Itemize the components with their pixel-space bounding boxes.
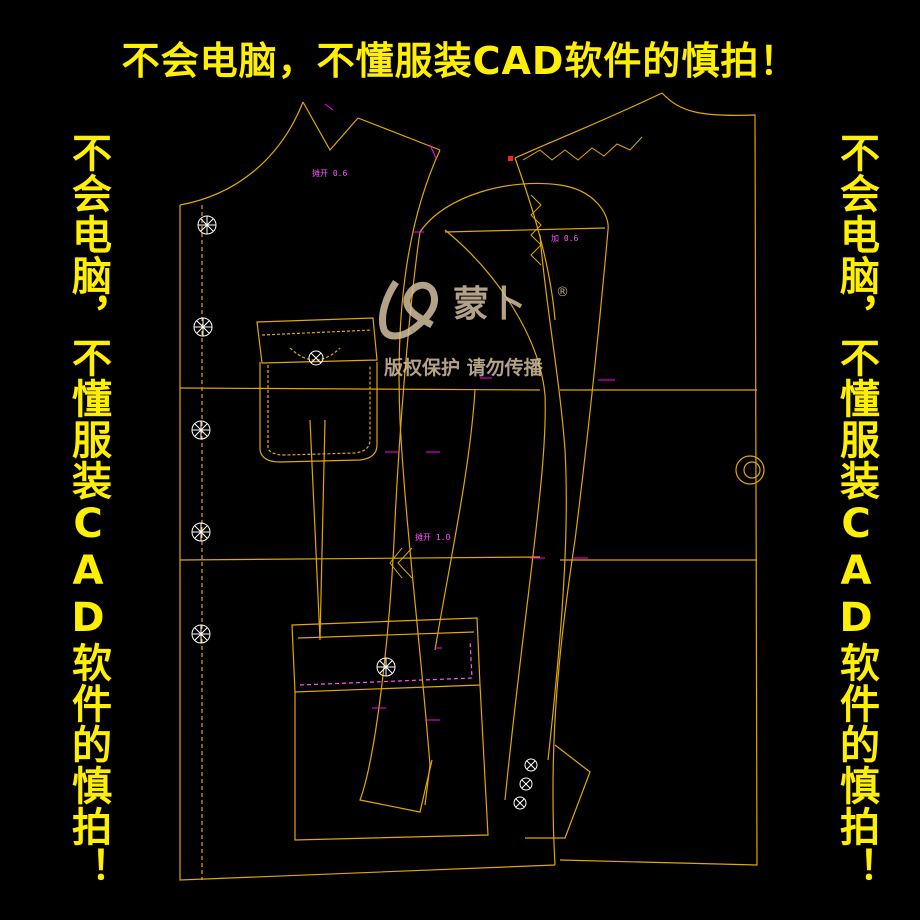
button-icon [376,657,396,677]
grainline-arrow [389,547,413,579]
side-warning-left: 不会电脑，不懂服装CAD软件的慎拍！ [65,132,111,888]
watermark-registered: ® [556,285,569,300]
watermark-brand: 蒙卜 [453,284,525,325]
front-buttons [191,215,538,810]
brand-logo [379,280,438,340]
notch-ticks [324,103,615,721]
armhole-note: 加 0.6 [551,233,578,243]
notch-mark [735,455,765,485]
button-icon [513,796,527,810]
lower-pocket [291,617,489,841]
button-icon [519,777,533,791]
front-panel [179,101,556,881]
button-icon [191,522,211,542]
collar-note: 摊开 0.6 [312,168,347,178]
chest-pocket [256,317,378,463]
headline-warning: 不会电脑，不懂服装CAD软件的慎拍！ [121,39,799,83]
back-panel [514,92,758,866]
dart-note: 摊开 1.0 [415,532,450,542]
button-icon [308,350,324,366]
button-icon [191,624,211,644]
watermark-notice: 版权保护 请勿传播 [384,356,544,379]
side-warning-right: 不会电脑，不懂服装CAD软件的慎拍！ [833,132,879,888]
start-point-marker [508,156,513,161]
brand-watermark: 蒙卜 ® 版权保护 请勿传播 [379,280,569,379]
button-icon [524,758,538,772]
button-icon [197,215,217,235]
button-icon [193,317,213,337]
button-icon [191,420,211,440]
